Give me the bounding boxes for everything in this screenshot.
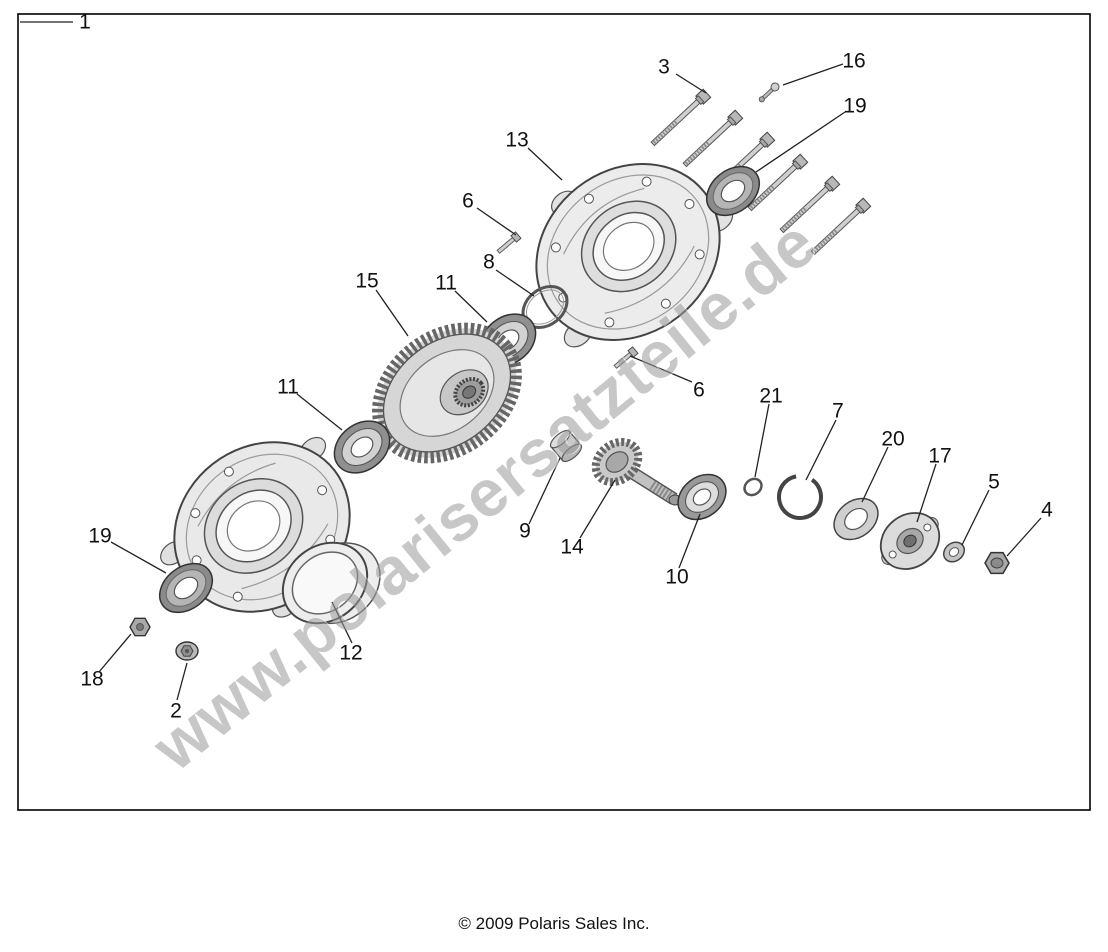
callout-4: 4 [1041,499,1053,522]
part-yoke-flange [879,512,941,570]
part-nut-small [129,617,151,637]
callout-16: 16 [842,50,865,73]
part-drain-plug [175,641,199,661]
callout-6a: 6 [462,190,474,213]
part-seal-lower [158,562,214,614]
part-spacer-bushing [549,429,583,463]
callout-14: 14 [560,536,584,559]
part-oring-small [743,477,763,497]
callout-9: 9 [519,520,531,543]
callout-15: 15 [355,270,378,293]
part-washer-shield [833,497,879,541]
callout-10: 10 [665,566,688,589]
callout-3: 3 [658,56,670,79]
part-small-screw-a [495,231,522,256]
callout-18: 18 [80,668,103,691]
callout-7: 7 [832,400,844,423]
callout-17: 17 [928,445,951,468]
callout-19b: 19 [88,525,111,548]
assembly-border [17,13,1091,811]
part-bearing-lower [333,420,391,474]
callout-12: 12 [339,642,362,665]
part-snap-ring [777,473,823,520]
callout-19a: 19 [843,95,866,118]
callout-20: 20 [881,428,904,451]
part-nut-yoke [984,551,1010,575]
part-main-housing [160,436,351,618]
leader-lines [20,21,1042,701]
copyright-text: © 2009 Polaris Sales Inc. [458,914,650,933]
callout-1: 1 [79,11,91,34]
callout-21: 21 [759,385,782,408]
part-vent-fitting [758,82,780,103]
part-output-tube [281,541,381,625]
part-rear-cover [535,163,734,348]
part-pinion-shaft [591,437,682,506]
part-seal-upper [705,165,761,217]
callout-11b: 11 [277,376,299,399]
part-washer [942,541,966,563]
callout-2: 2 [170,700,182,723]
callout-8: 8 [483,251,495,274]
callout-13: 13 [505,129,528,152]
callout-labels: 1 2 3 4 5 6 6 7 8 9 10 11 11 12 13 14 15… [79,11,1053,723]
part-bearing-pinion [677,473,727,521]
callout-6b: 6 [693,379,705,402]
callout-11a: 11 [435,272,457,295]
callout-5: 5 [988,471,1000,494]
